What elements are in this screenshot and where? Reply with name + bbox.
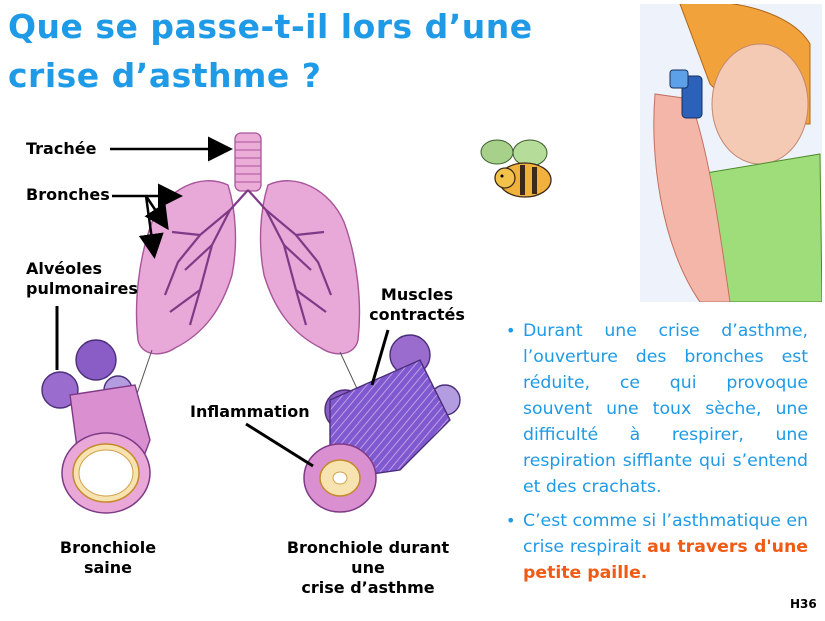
label-bronches: Bronches xyxy=(26,185,110,204)
label-muscles: Muscles contractés xyxy=(362,285,472,325)
bee-illustration xyxy=(480,139,552,198)
label-asthma-bronchiole: Bronchiole durant une crise d’asthme xyxy=(268,538,468,598)
explanation-bullets: Durant une crise d’asthme, l’ouverture d… xyxy=(506,318,808,594)
label-trachee: Trachée xyxy=(26,139,97,158)
bronchial-tree xyxy=(163,189,333,326)
label-healthy-line2: saine xyxy=(83,558,133,577)
bullet-1: Durant une crise d’asthme, l’ouverture d… xyxy=(506,318,808,500)
label-asthma-line1: Bronchiole durant une xyxy=(286,538,450,577)
slide-title: Que se passe-t-il lors d’une crise d’ast… xyxy=(8,7,533,95)
asthmatic-bronchiole xyxy=(303,334,461,513)
slide-code: H36 xyxy=(790,597,817,611)
label-asthma-line2: crise d’asthme xyxy=(301,578,435,597)
label-muscles-line1: Muscles xyxy=(380,285,454,304)
child-drawing xyxy=(653,1,823,303)
label-healthy-line1: Bronchiole xyxy=(59,538,157,557)
label-alveoles: Alvéoles pulmonaires xyxy=(26,259,138,299)
bullet-2-text: C’est comme si l’asthmatique en crise re… xyxy=(523,511,808,557)
label-inflammation: Inflammation xyxy=(190,402,310,421)
label-alveoles-line2: pulmonaires xyxy=(26,279,138,298)
trachea xyxy=(234,132,262,192)
label-muscles-line2: contractés xyxy=(369,305,465,324)
bullet-2: C’est comme si l’asthmatique en crise re… xyxy=(506,508,808,586)
label-healthy-bronchiole: Bronchiole saine xyxy=(48,538,168,578)
child-inhaler-illustration xyxy=(640,1,823,303)
right-lung xyxy=(259,180,361,355)
healthy-bronchiole xyxy=(41,339,151,514)
label-alveoles-line1: Alvéoles xyxy=(26,259,102,278)
left-lung xyxy=(135,180,237,355)
bullet-2-highlight: au travers d'une petite paille. xyxy=(523,537,808,583)
